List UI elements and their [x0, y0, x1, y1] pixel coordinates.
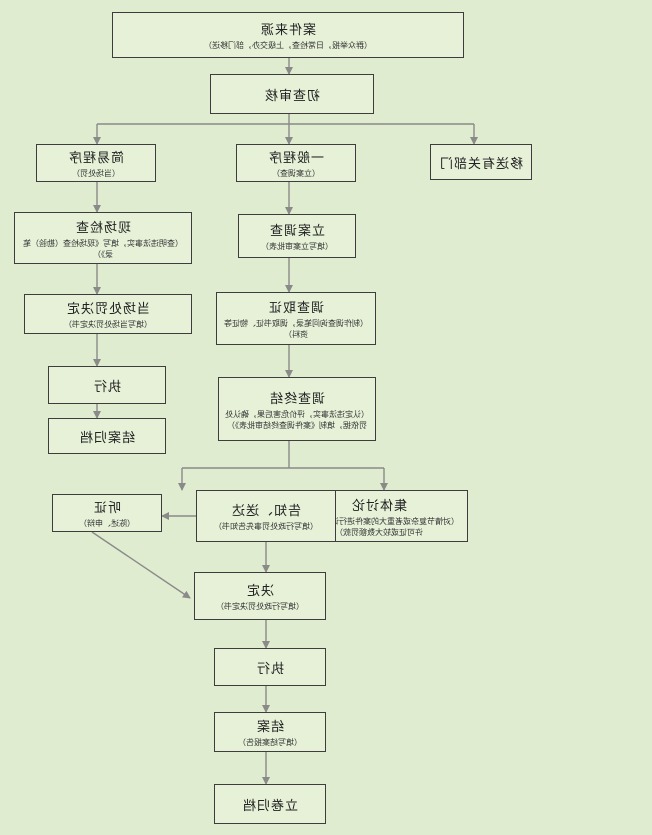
- initial-review-box: 初查审核: [210, 74, 374, 114]
- simple-procedure-box: 简易程序 （当场处罚）: [36, 144, 156, 182]
- initial-review-title: 初查审核: [264, 88, 321, 104]
- hearing-box: 听证 （陈述、申辩）: [52, 494, 162, 532]
- evidence-box: 调查取证 （制作调查询问笔录，调取书证、物证等资料）: [216, 292, 376, 345]
- investigation-end-note: （认定违法事实，评价危害后果，确认处罚依据，填制《案件调查终结审批表》）: [225, 409, 369, 430]
- close-case-title: 结案: [256, 720, 285, 735]
- simple-execute-box: 执行: [48, 366, 166, 404]
- investigation-end-box: 调查终结 （认定违法事实，评价危害后果，确认处罚依据，填制《案件调查终结审批表》…: [218, 377, 376, 441]
- general-procedure-box: 一般程序 （立案调查）: [236, 144, 356, 182]
- decision-title: 决定: [246, 584, 275, 599]
- notify-note: （填写行政处罚事先告知书）: [214, 522, 318, 531]
- decision-box: 决定 （填写行政处罚决定书）: [194, 572, 326, 620]
- onsite-decision-note: （填写当场处罚决定书）: [64, 320, 152, 329]
- decision-note: （填写行政处罚决定书）: [216, 602, 304, 611]
- execute-title: 执行: [256, 661, 285, 677]
- connector-hearing-to-decision: [91, 531, 191, 599]
- case-filing-title: 立案调查: [269, 224, 326, 239]
- archive-box: 立卷归档: [214, 784, 326, 824]
- notify-box: 告知、送达 （填写行政处罚事先告知书）: [196, 490, 336, 542]
- simple-procedure-title: 简易程序: [68, 151, 125, 166]
- general-procedure-note: （立案调查）: [272, 169, 320, 178]
- onsite-decision-title: 当场处罚决定: [66, 302, 151, 317]
- evidence-title: 调查取证: [268, 301, 325, 316]
- simple-close-box: 结案归档: [48, 418, 166, 454]
- hearing-title: 听证: [93, 501, 122, 516]
- onsite-inspection-title: 现场检查: [75, 220, 132, 236]
- case-source-note: （群众举报，日常检查，上级交办，部门移送）: [204, 41, 372, 50]
- investigation-end-title: 调查终结: [269, 391, 326, 407]
- transfer-title: 移送有关部门: [439, 156, 524, 172]
- transfer-box: 移送有关部门: [430, 144, 532, 180]
- onsite-inspection-box: 现场检查 （查明违法事实，填写《现场检查（勘验）笔录》）: [14, 212, 192, 264]
- notify-title: 告知、送达: [231, 504, 302, 519]
- simple-procedure-note: （当场处罚）: [72, 169, 120, 178]
- evidence-note: （制作调查询问笔录，调取书证、物证等资料）: [224, 319, 368, 339]
- close-case-box: 结案 （填写结案报告）: [214, 712, 326, 752]
- case-source-title: 案件来源: [260, 23, 317, 38]
- onsite-decision-box: 当场处罚决定 （填写当场处罚决定书）: [24, 294, 192, 334]
- execute-box: 执行: [214, 648, 326, 686]
- case-filing-box: 立案调查 （填写立案审批表）: [238, 214, 356, 258]
- case-filing-note: （填写立案审批表）: [261, 242, 333, 251]
- case-source-box: 案件来源 （群众举报，日常检查，上级交办，部门移送）: [112, 12, 464, 58]
- onsite-inspection-note: （查明违法事实，填写《现场检查（勘验）笔录》）: [23, 238, 183, 259]
- close-case-note: （填写结案报告）: [238, 738, 302, 747]
- hearing-note: （陈述、申辩）: [79, 519, 135, 528]
- simple-close-title: 结案归档: [79, 430, 136, 446]
- archive-title: 立卷归档: [242, 798, 299, 814]
- simple-execute-title: 执行: [93, 379, 122, 395]
- collective-discussion-title: 集体讨论: [351, 498, 408, 514]
- general-procedure-title: 一般程序: [268, 151, 325, 166]
